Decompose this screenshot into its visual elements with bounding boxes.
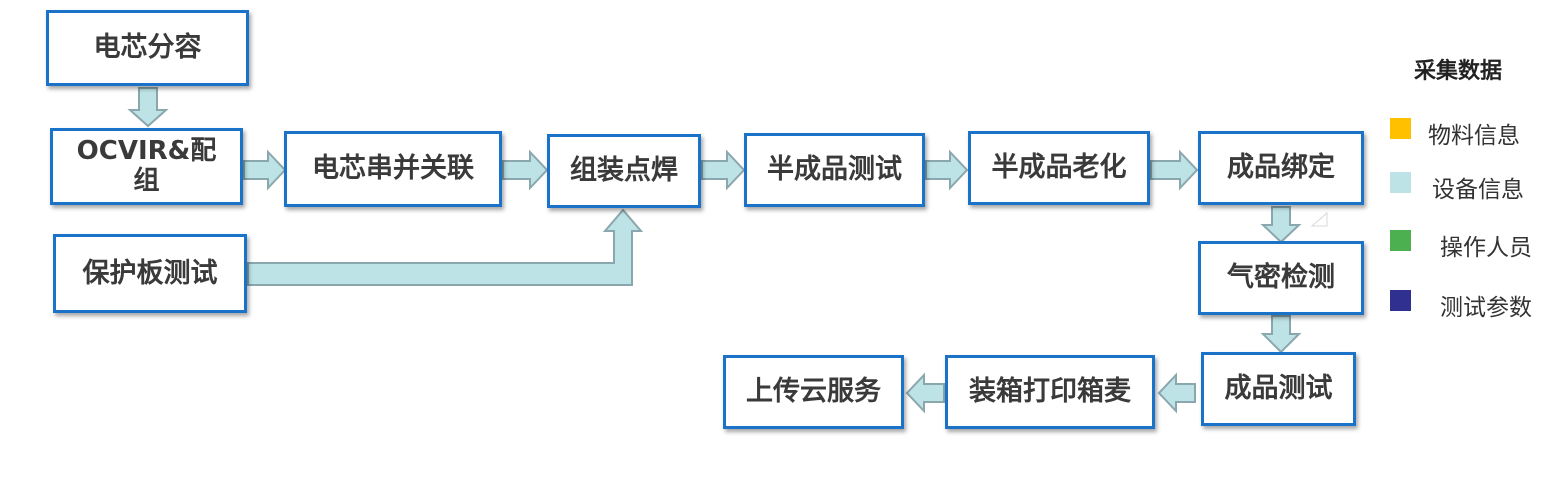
step-assembly-spot-welding: 组装点焊 [547,134,701,208]
arrow-right-aging-to-binding [1150,149,1199,191]
legend-item-test-params: 测试参数 [1390,288,1550,321]
step-finished-test-label: 成品测试 [1224,373,1333,405]
step-semi-finished-aging: 半成品老化 [968,131,1150,205]
step-cell-series-parallel-label: 电芯串并关联 [312,153,474,185]
step-assembly-spot-welding-label: 组装点焊 [570,155,678,187]
step-ocvir-matching-label: OCVIR&配组 [76,135,217,196]
legend-label-material: 物料信息 [1428,123,1520,149]
step-packing-print: 装箱打印箱麦 [945,355,1155,429]
legend-label-test-params: 测试参数 [1440,295,1532,321]
arrow-right-series-to-welding [502,149,549,191]
legend-title: 采集数据 [1414,59,1503,84]
arrow-right-semi-test-to-aging [925,149,969,191]
arrow-down-air-test-to-finished-test [1260,315,1302,354]
step-cell-grading-label: 电芯分容 [93,32,202,64]
step-air-tightness-test-label: 气密检测 [1227,262,1335,294]
legend-item-material: 物料信息 [1390,116,1550,149]
step-protection-board-test: 保护板测试 [53,234,247,313]
legend-swatch-operator [1390,230,1411,251]
step-finished-test: 成品测试 [1201,352,1356,426]
faint-corner-mark [1310,211,1328,227]
legend-item-equipment: 设备信息 [1390,170,1550,203]
arrow-down-cell-grading-to-ocvir [127,87,169,128]
legend-item-operator: 操作人员 [1390,228,1550,261]
step-cell-series-parallel: 电芯串并关联 [284,131,502,207]
step-ocvir-matching: OCVIR&配组 [50,128,243,205]
step-upload-cloud-label: 上传云服务 [746,376,881,408]
arrow-left-finished-test-to-packing [1157,372,1196,414]
legend-label-operator: 操作人员 [1440,235,1532,261]
step-cell-grading: 电芯分容 [46,10,249,86]
arrow-protection-board-to-welding [247,208,644,286]
step-upload-cloud: 上传云服务 [723,355,904,429]
step-finished-binding: 成品绑定 [1198,131,1364,205]
step-semi-finished-aging-label: 半成品老化 [991,152,1127,184]
legend-swatch-equipment [1390,172,1411,193]
step-air-tightness-test: 气密检测 [1198,241,1364,315]
step-semi-finished-test-label: 半成品测试 [767,154,902,186]
legend-swatch-test-params [1390,290,1411,311]
arrow-left-packing-to-upload [905,372,945,414]
legend-swatch-material [1390,118,1411,139]
step-finished-binding-label: 成品绑定 [1227,152,1335,184]
legend-label-equipment: 设备信息 [1432,177,1524,203]
step-protection-board-test-label: 保护板测试 [82,257,218,289]
arrow-right-ocvir-to-series [243,149,287,191]
step-semi-finished-test: 半成品测试 [744,133,925,207]
step-packing-print-label: 装箱打印箱麦 [969,376,1131,408]
arrow-right-welding-to-semi-test [701,149,746,191]
arrow-down-binding-to-air-test [1260,206,1302,244]
